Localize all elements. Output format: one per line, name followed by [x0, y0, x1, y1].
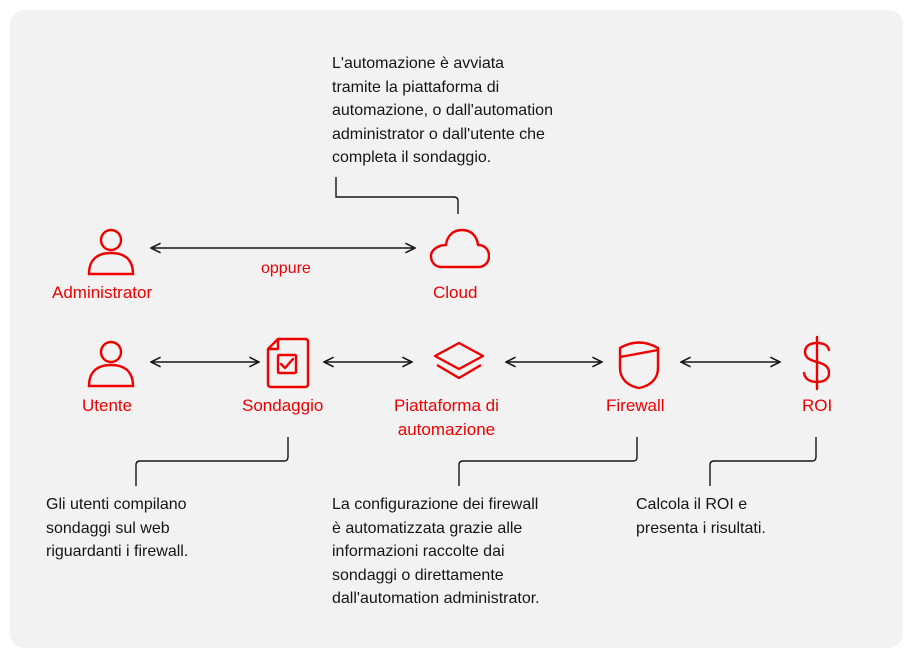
firewall-note-line: è automatizzata grazie alle [332, 519, 523, 537]
firewall-note-line: La configurazione dei firewall [332, 496, 539, 513]
firewall-note-line: dall'automation administrator. [332, 590, 540, 607]
top-note-line: administrator o dall'utente che [332, 125, 545, 143]
firewall-note: La configurazione dei firewall è automat… [332, 493, 540, 611]
cloud-label: Cloud [433, 283, 478, 302]
roi-note-line: presenta i risultati. [636, 519, 766, 537]
utente-label: Utente [82, 396, 133, 415]
bracket-roi-note [709, 437, 817, 486]
cloud-icon [429, 228, 490, 269]
roi-note: Calcola il ROI e presenta i risultati. [636, 493, 766, 540]
roi-label: ROI [802, 396, 833, 415]
piattaforma-label-line: Piattaforma di [394, 396, 499, 415]
administrator-label: Administrator [52, 283, 153, 302]
survey-document-icon [266, 337, 310, 389]
top-note-line: tramite la piattaforma di [332, 78, 500, 96]
oppure-label: oppure [261, 260, 311, 277]
user-icon [87, 228, 135, 276]
piattaforma-label: Piattaforma di automazione [394, 394, 499, 442]
firewall-note-line: informazioni raccolte dai [332, 543, 505, 560]
bracket-utenti-note [135, 437, 289, 486]
firewall-note-line: sondaggi o direttamente [332, 566, 504, 584]
utenti-note: Gli utenti compilano sondaggi sul web ri… [46, 493, 188, 564]
diagram-panel [10, 10, 903, 648]
dollar-icon [802, 335, 831, 391]
roi-note-line: Calcola il ROI e [636, 496, 748, 513]
utenti-note-line: Gli utenti compilano [46, 496, 187, 513]
utenti-note-line: riguardanti i firewall. [46, 543, 189, 560]
bracket-firewall-note [458, 437, 638, 486]
piattaforma-label-line: automazione [397, 420, 496, 439]
sondaggio-label: Sondaggio [242, 396, 324, 415]
top-note-line: automazione, o dall'automation [332, 102, 553, 119]
bracket-top-note [335, 177, 459, 214]
top-note: L'automazione è avviata tramite la piatt… [332, 52, 553, 170]
user-icon [87, 340, 135, 388]
layers-icon [433, 341, 485, 380]
top-note-line: L'automazione è avviata [332, 55, 505, 72]
top-note-line: completa il sondaggio. [332, 149, 492, 166]
shield-icon [618, 341, 660, 390]
firewall-label: Firewall [606, 396, 665, 415]
utenti-note-line: sondaggi sul web [46, 519, 170, 537]
